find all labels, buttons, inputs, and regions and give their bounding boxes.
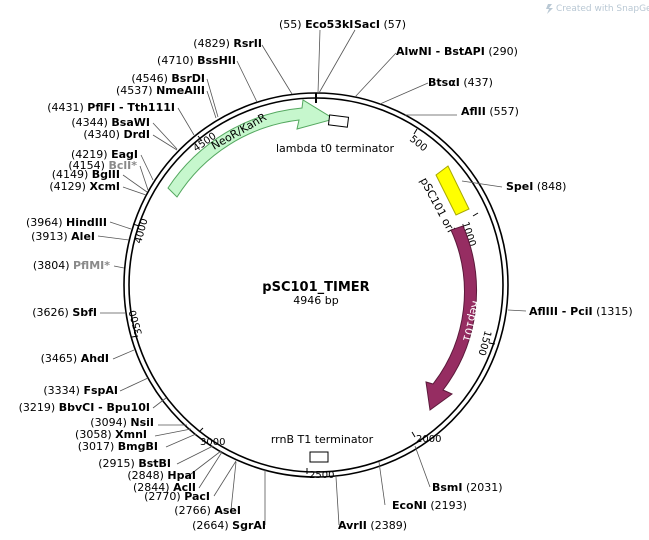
site-rsrii[interactable]: (4829) RsrII [193, 37, 262, 50]
tick-label-4000: 4000 [133, 217, 150, 244]
tick-line-3500 [131, 335, 139, 338]
site-sgrai[interactable]: (2664) SgrAI [192, 519, 266, 532]
site-acli[interactable]: (2844) AclI [133, 481, 196, 494]
site-alei[interactable]: (3913) AleI [31, 230, 95, 243]
leader-bsawi [152, 122, 178, 150]
snapgene-logo-icon [546, 4, 553, 14]
site-spei[interactable]: SpeI (848) [506, 180, 566, 193]
leader-bsshii [236, 60, 258, 103]
tick-line-3000 [198, 427, 204, 433]
site-pflmi[interactable]: (3804) PflMI* [33, 259, 110, 272]
site-bbvci-bpu10i[interactable]: (3219) BbvCI - Bpu10I [19, 401, 150, 414]
watermark: Created with SnapGene® [546, 4, 649, 14]
leader-acli [198, 451, 223, 489]
site-paci[interactable]: (2770) PacI [144, 490, 210, 503]
leader-drdi [152, 134, 178, 151]
site-leaders [97, 29, 527, 526]
site-bsrdi[interactable]: (4546) BsrDI [131, 72, 205, 85]
feature-psc101-ori[interactable] [435, 165, 470, 216]
site-sbfi[interactable]: (3626) SbfI [32, 306, 97, 319]
leader-pflmi [113, 265, 125, 269]
site-bsawi[interactable]: (4344) BsaWI [71, 116, 150, 129]
feature-label-lambda-t0-terminator: lambda t0 terminator [276, 142, 394, 155]
site-xmni[interactable]: (3058) XmnI [75, 428, 147, 441]
tick-line-4500 [197, 135, 203, 142]
site-btsai[interactable]: BtsαI (437) [428, 76, 493, 89]
leader-avrii [335, 476, 340, 526]
leader-bmgbi [165, 433, 197, 448]
leader-nmeaiii [206, 90, 217, 119]
leader-saci [318, 29, 356, 94]
site-xcmi[interactable]: (4129) XcmI [49, 180, 120, 193]
leader-asei [230, 461, 237, 511]
tick-line-4000 [132, 223, 140, 227]
feature-label-rrnb-t1-terminator: rrnB T1 terminator [271, 433, 374, 446]
site-nsii[interactable]: (3094) NsiI [90, 416, 154, 429]
leader-bbvci [152, 397, 167, 409]
site-avrii[interactable]: AvrII (2389) [338, 519, 407, 532]
leader-afliii-pcii [507, 309, 527, 312]
leader-bsrdi [206, 78, 219, 118]
leader-bstbi [176, 445, 214, 465]
tick-line-2000 [411, 431, 416, 438]
site-fspai[interactable]: (3334) FspAI [43, 384, 118, 397]
tick-label-3000: 3000 [200, 437, 225, 448]
site-alwni-bstapi[interactable]: AlwNI - BstAPI (290) [396, 45, 518, 58]
site-aflii[interactable]: AflII (557) [461, 105, 519, 118]
tick-label-2500: 2500 [309, 470, 334, 481]
leader-eco53ki [317, 29, 321, 94]
site-econi[interactable]: EcoNI (2193) [392, 499, 467, 512]
leader-ahdi [112, 349, 135, 360]
feature-lambda-t0-terminator[interactable] [327, 114, 350, 128]
site-drdi[interactable]: (4340) DrdI [83, 128, 150, 141]
leader-fspai [119, 377, 149, 392]
site-nmeaiii[interactable]: (4537) NmeAIII [116, 84, 205, 97]
leader-bsmi [414, 445, 431, 488]
site-bmgbi[interactable]: (3017) BmgBI [78, 440, 158, 453]
tick-line-500 [413, 128, 418, 135]
leader-hindiii [109, 221, 132, 230]
tick-label-2000: 2000 [416, 434, 441, 445]
feature-rrnb-t1-terminator[interactable] [309, 451, 329, 463]
leader-btsai [379, 82, 429, 105]
plasmid-name: pSC101_TIMER [262, 280, 369, 295]
leader-bcli [139, 165, 149, 191]
site-hindiii[interactable]: (3964) HindIII [26, 216, 107, 229]
leader-hpai [186, 450, 222, 478]
leader-alwni [354, 52, 397, 98]
leader-eagi [140, 154, 154, 181]
feature-rep101[interactable] [425, 225, 477, 411]
leader-xmni [154, 428, 192, 437]
site-saci[interactable]: SacI (57) [354, 18, 406, 31]
site-hpai[interactable]: (2848) HpaI [127, 469, 196, 482]
site-afliii-pcii[interactable]: AflIII - PciI (1315) [529, 305, 633, 318]
leader-spei [461, 180, 503, 188]
leader-bglii [122, 174, 148, 193]
tick-line-1000 [472, 212, 479, 217]
plasmid-length: 4946 bp [293, 294, 338, 307]
leader-pflfi [177, 107, 195, 136]
site-bcli[interactable]: (4154) BclI* [68, 159, 137, 172]
site-pflfi-tth111i[interactable]: (4431) PflFI - Tth111I [47, 101, 175, 114]
leader-alei [97, 235, 130, 241]
site-eagi[interactable]: (4219) EagI [71, 148, 138, 161]
site-eco53ki[interactable]: (55) Eco53kI [279, 18, 353, 31]
site-bsshii[interactable]: (4710) BssHII [157, 54, 236, 67]
watermark-text: Created with SnapGene® [556, 4, 649, 14]
leader-econi [378, 461, 386, 506]
site-bstbi[interactable]: (2915) BstBI [98, 457, 171, 470]
site-bglii[interactable]: (4149) BglII [52, 168, 120, 181]
site-bsmi[interactable]: BsmI (2031) [432, 481, 503, 494]
tick-line-1500 [488, 342, 496, 345]
feature-neor-kanr[interactable] [167, 99, 336, 198]
site-ahdi[interactable]: (3465) AhdI [41, 352, 109, 365]
leader-rsrii [261, 44, 293, 95]
leader-paci [213, 460, 237, 497]
site-labels: (55) Eco53kI SacI (57) AlwNI - BstAPI (2… [19, 18, 633, 532]
tick-label-500: 500 [407, 134, 429, 154]
site-asei[interactable]: (2766) AseI [174, 504, 241, 517]
leader-xcmi [122, 186, 147, 196]
